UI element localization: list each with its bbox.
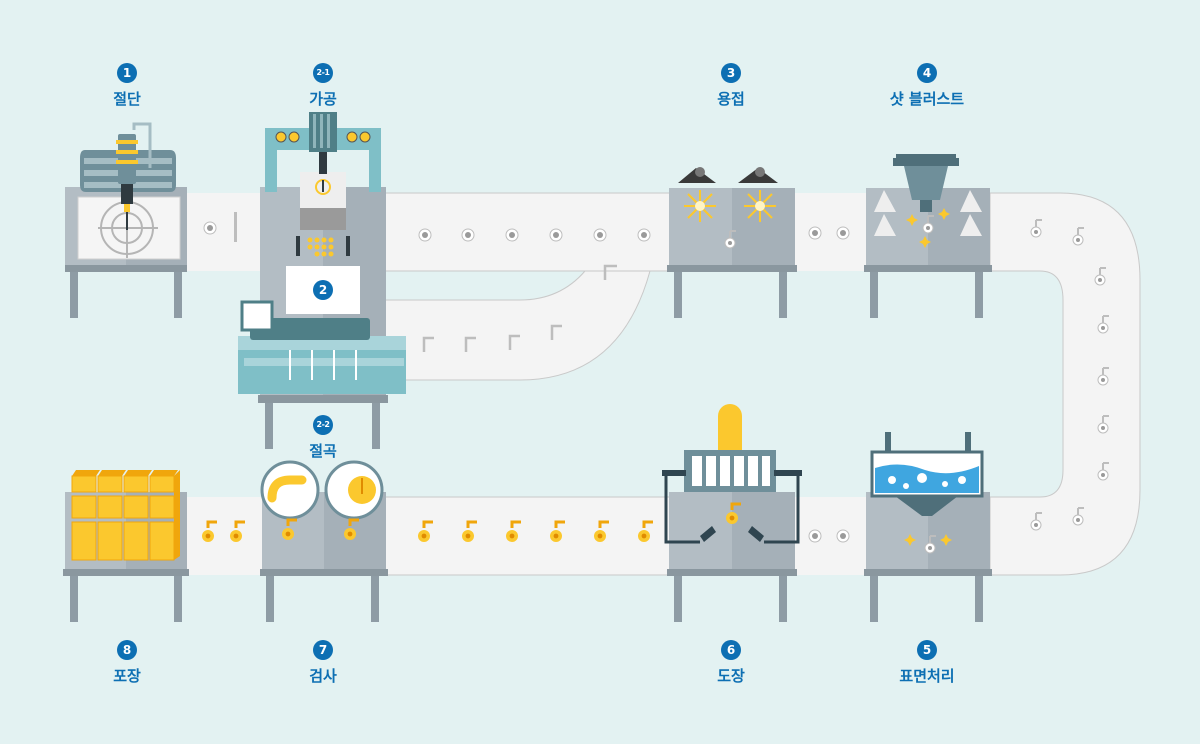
belt-bottom (384, 496, 671, 576)
stage-number-badge: 8 (117, 640, 137, 660)
belt-surface-to-paint (795, 497, 867, 575)
stage-name: 도장 (717, 667, 745, 685)
stage-name: 가공 (309, 90, 337, 108)
station-cutting (65, 122, 187, 318)
stage-name: 표면처리 (899, 667, 955, 685)
stage-label-welding: 3 용접 (671, 63, 791, 109)
boxes (71, 470, 180, 561)
station-packing (63, 470, 189, 622)
stage-label-cutting: 1 절단 (67, 63, 187, 109)
stage-name: 절곡 (309, 442, 337, 460)
stage-number-badge: 2-2 (313, 415, 333, 435)
stage-number-badge: 6 (721, 640, 741, 660)
belt-top (384, 192, 671, 272)
stage-number-badge: 5 (917, 640, 937, 660)
belt-inspect-to-pack (186, 497, 266, 575)
station-surface-treatment (864, 432, 992, 622)
belt-cut-to-machining (186, 193, 266, 271)
stage-name: 샷 블러스트 (889, 90, 965, 108)
stage-label-inspection: 7 검사 (263, 640, 383, 686)
station-shot-blast (864, 154, 992, 318)
stage-number-badge: 1 (117, 63, 137, 83)
stage-name: 포장 (113, 667, 141, 685)
station-inspection (260, 460, 388, 622)
stage-number-badge: 2 (313, 280, 333, 300)
parts-on-belt (200, 212, 1110, 544)
station-machining (238, 112, 406, 449)
stage-label-painting: 6 도장 (671, 640, 791, 686)
stage-name: 검사 (309, 667, 337, 685)
station-welding (667, 167, 797, 318)
stage-label-packing: 8 포장 (67, 640, 187, 686)
station-painting (662, 404, 802, 622)
stage-label-shot-blast: 4 샷 블러스트 (867, 63, 987, 109)
stage-label-bending: 2-2 절곡 (263, 415, 383, 461)
stage-label-2: 2 (263, 280, 383, 305)
stage-number-badge: 3 (721, 63, 741, 83)
stage-label-surface-treatment: 5 표면처리 (867, 640, 987, 686)
stage-name: 용접 (717, 90, 745, 108)
stage-number-badge: 2-1 (313, 63, 333, 83)
stage-name: 절단 (113, 90, 141, 108)
belt-u-turn (989, 192, 1141, 576)
stage-label-machining: 2-1 가공 (263, 63, 383, 109)
stage-number-badge: 7 (313, 640, 333, 660)
belt-loop (384, 270, 651, 381)
belt-weld-to-blast (795, 193, 867, 271)
stage-number-badge: 4 (917, 63, 937, 83)
